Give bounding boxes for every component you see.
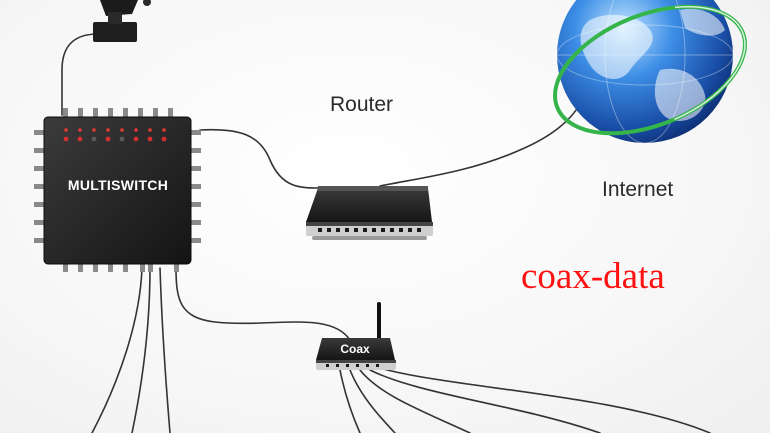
globe-icon bbox=[553, 0, 747, 144]
satellite-dish-icon bbox=[93, 0, 151, 42]
coax-adapter-icon bbox=[316, 302, 396, 370]
cable-coax-out-1 bbox=[339, 369, 361, 433]
cable-dish-to-multiswitch bbox=[61, 33, 99, 116]
cable-multiswitch-out-2 bbox=[131, 267, 151, 433]
router-icon bbox=[306, 186, 433, 240]
multiswitch-label: MULTISWITCH bbox=[67, 177, 169, 193]
coax-label: Coax bbox=[340, 342, 370, 356]
antenna-icon bbox=[377, 302, 381, 340]
cable-multiswitch-to-router bbox=[199, 128, 321, 189]
cable-multiswitch-out-1 bbox=[91, 267, 143, 433]
cable-coax-out-3 bbox=[359, 369, 471, 433]
cable-router-to-internet bbox=[379, 103, 581, 187]
cable-multiswitch-out-3 bbox=[159, 267, 171, 433]
cable-coax-out-4 bbox=[369, 369, 601, 433]
cable-coax-out-2 bbox=[349, 369, 396, 433]
multiswitch-icon bbox=[34, 108, 201, 272]
multiswitch-leds bbox=[63, 128, 167, 142]
cables bbox=[61, 33, 711, 433]
watermark-text: coax-data bbox=[521, 256, 665, 297]
internet-label: Internet bbox=[602, 178, 674, 201]
router-label: Router bbox=[330, 93, 394, 116]
cable-coax-out-5 bbox=[379, 367, 711, 433]
cable-multiswitch-to-coax bbox=[175, 267, 351, 341]
